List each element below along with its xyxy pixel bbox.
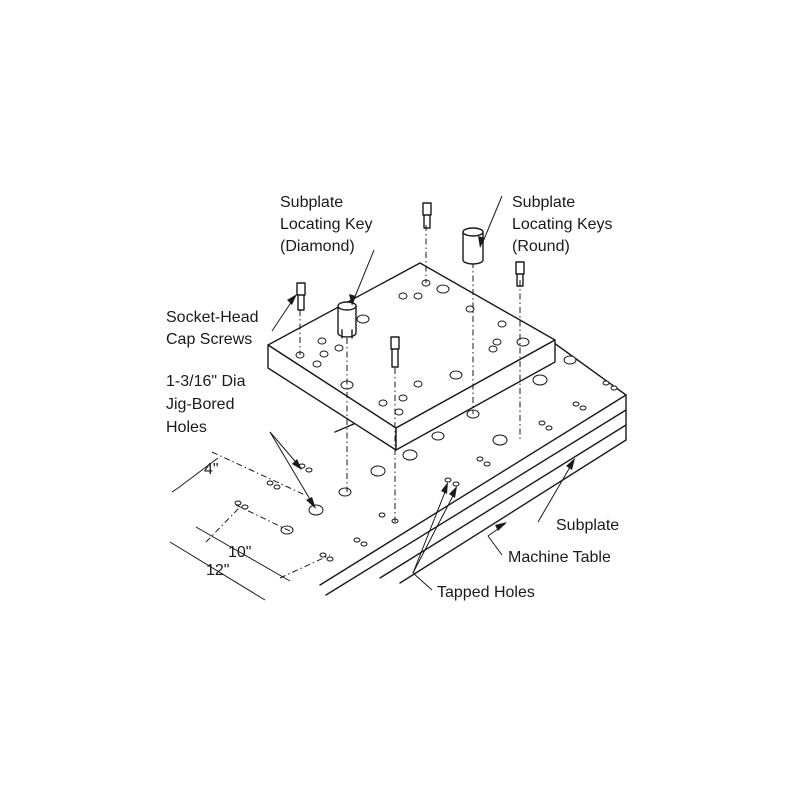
subplate-top-face — [267, 262, 556, 429]
subplate-holes — [295, 279, 530, 419]
label-round-line-2: Locating Keys — [512, 216, 613, 233]
table-edge-2 — [399, 439, 627, 584]
label-round-line-1: Subplate — [512, 194, 575, 211]
label-jig-bored: 1-3/16" Dia Jig-Bored Holes — [166, 373, 246, 436]
label-tapped-holes: Tapped Holes — [437, 584, 535, 601]
dimension-4-label: 4" — [204, 461, 219, 478]
subplate-block — [267, 262, 556, 451]
cap-screw-center — [390, 336, 400, 368]
label-subplate-keys-round: Subplate Locating Keys (Round) — [512, 194, 613, 255]
center-lines — [299, 225, 521, 522]
label-round-line-3: (Round) — [512, 238, 570, 255]
label-jig-line-2: Jig-Bored — [166, 396, 234, 413]
plate-front-top-edge — [319, 394, 627, 586]
table-holes — [234, 355, 618, 562]
leaders — [269, 195, 575, 591]
cap-screw-left — [296, 282, 306, 311]
label-socket-head: Socket-Head Cap Screws — [166, 309, 259, 348]
cap-screw-top — [422, 202, 432, 229]
round-locating-key — [462, 227, 484, 265]
subplate-right-face — [395, 339, 556, 451]
label-diamond-line-1: Subplate — [280, 194, 343, 211]
label-socket-line-1: Socket-Head — [166, 309, 259, 326]
label-subplate-key-diamond: Subplate Locating Key (Diamond) — [280, 194, 373, 255]
label-diamond-line-2: Locating Key — [280, 216, 373, 233]
dimension-12-label: 12" — [206, 562, 229, 579]
dimension-lines — [169, 451, 331, 601]
label-machine-table: Machine Table — [508, 549, 611, 566]
label-subplate: Subplate — [556, 517, 619, 534]
label-jig-line-1: 1-3/16" Dia — [166, 373, 246, 390]
cap-screw-right — [515, 261, 525, 287]
plate-front-bottom-edge — [325, 409, 627, 596]
diamond-locating-key — [337, 301, 357, 339]
dimension-10-label: 10" — [228, 544, 251, 561]
label-diamond-line-3: (Diamond) — [280, 238, 355, 255]
label-jig-line-3: Holes — [166, 419, 207, 436]
label-socket-line-2: Cap Screws — [166, 331, 252, 348]
